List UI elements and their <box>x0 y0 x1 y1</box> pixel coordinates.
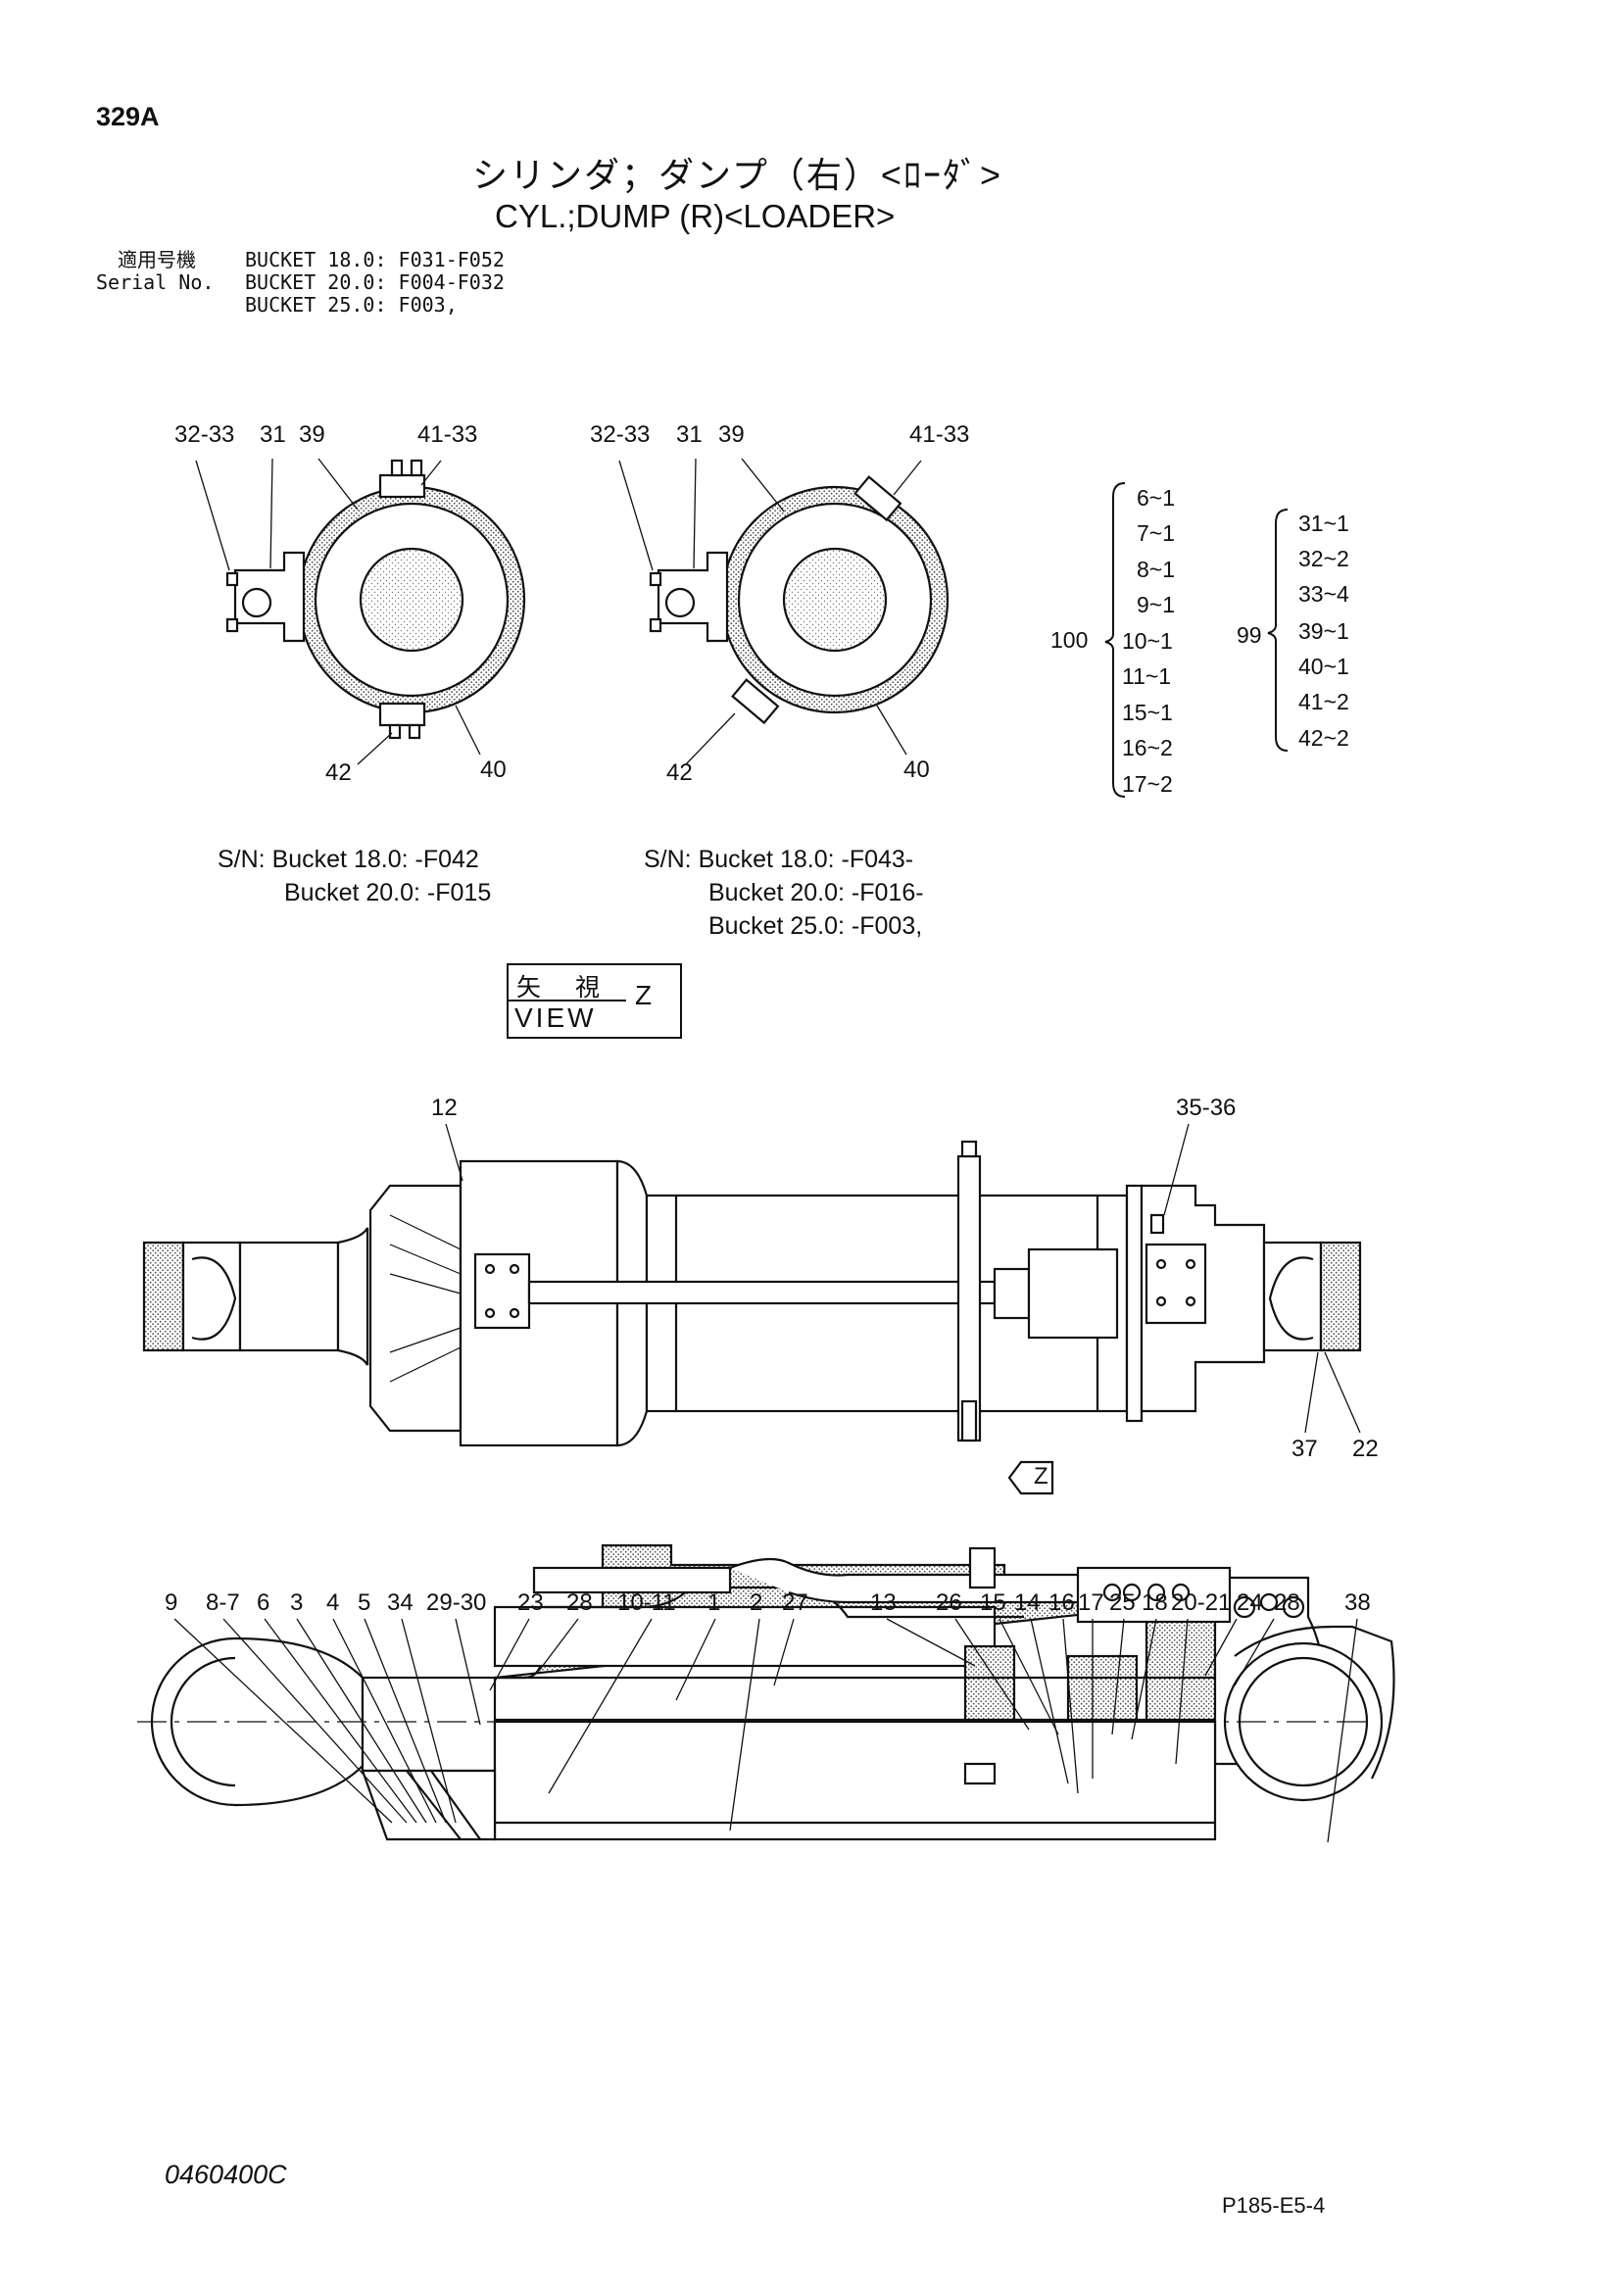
section-callout: 13 <box>870 1589 897 1616</box>
section-callout: 24 <box>1237 1589 1263 1616</box>
end-right-callout-41-33: 41-33 <box>909 421 970 448</box>
section-callout: 2 <box>750 1589 763 1616</box>
view-z-box <box>507 963 682 1039</box>
end-right-callout-42: 42 <box>666 759 693 786</box>
kit-100-item: 7~1 <box>1137 520 1176 546</box>
section-callout: 1 <box>707 1589 721 1616</box>
section-callout: 4 <box>326 1589 340 1616</box>
sn-right-line-1: S/N: Bucket 18.0: -F043- <box>644 846 914 873</box>
applicability-line-1: BUCKET 18.0: F031-F052 <box>245 248 505 271</box>
sn-right-line-2: Bucket 20.0: -F016- <box>708 879 924 906</box>
side-callout-37: 37 <box>1291 1436 1318 1462</box>
section-callout: 25 <box>1109 1589 1136 1616</box>
kit-99-item: 42~2 <box>1298 725 1349 751</box>
section-callout: 8-7 <box>206 1589 240 1616</box>
section-callout: 23 <box>517 1589 544 1616</box>
view-z-label-en: VIEW <box>514 1002 597 1033</box>
kit-100-item: 9~1 <box>1137 592 1176 617</box>
kit-100-item: 15~1 <box>1122 700 1173 725</box>
end-view-left <box>195 458 526 765</box>
section-callout: 14 <box>1014 1589 1041 1616</box>
end-right-callout-40: 40 <box>903 757 930 783</box>
side-callout-22: 22 <box>1352 1436 1379 1462</box>
drawing-number: 0460400C <box>165 2160 287 2189</box>
applicability-line-3: BUCKET 25.0: F003, <box>245 293 458 317</box>
sn-left-line-1: S/N: Bucket 18.0: -F042 <box>218 846 479 873</box>
kit-100-item: 11~1 <box>1122 663 1172 689</box>
section-callout: 20-21 <box>1171 1589 1232 1616</box>
sn-right-line-3: Bucket 25.0: -F003, <box>708 912 923 940</box>
end-left-callout-31: 31 <box>260 421 286 448</box>
section-callout: 27 <box>782 1589 808 1616</box>
section-callout: 3 <box>290 1589 304 1616</box>
page-code: P185-E5-4 <box>1222 2193 1326 2218</box>
page-number: 329A <box>96 102 160 131</box>
kit-99-item: 39~1 <box>1298 618 1349 644</box>
side-callout-35-36: 35-36 <box>1176 1095 1237 1121</box>
section-callout: 28 <box>1274 1589 1300 1616</box>
end-right-callout-31: 31 <box>676 421 703 448</box>
kit-bracket-99 <box>1267 509 1289 752</box>
side-view-cylinder <box>142 1123 1362 1495</box>
kit-99-item: 40~1 <box>1298 654 1349 679</box>
section-callout: 5 <box>358 1589 371 1616</box>
kit-100-item: 16~2 <box>1122 735 1173 760</box>
kit-100-item: 10~1 <box>1122 628 1173 654</box>
kit-99-item: 41~2 <box>1298 689 1349 714</box>
end-right-callout-32-33: 32-33 <box>590 421 651 448</box>
end-view-right <box>618 458 950 765</box>
applicability-label-jp: 適用号機 <box>118 248 196 271</box>
kit-bracket-100 <box>1104 482 1126 798</box>
view-z-letter: Z <box>635 980 653 1010</box>
end-left-callout-41-33: 41-33 <box>417 421 478 448</box>
section-callout: 17 <box>1078 1589 1104 1616</box>
end-right-callout-39: 39 <box>718 421 745 448</box>
kit-99-item: 31~1 <box>1298 511 1349 536</box>
kit-100-item: 6~1 <box>1137 485 1176 511</box>
section-callout: 28 <box>566 1589 593 1616</box>
view-arrow-letter: Z <box>1034 1463 1048 1490</box>
view-z-divider <box>509 1000 626 1001</box>
kit-99-item: 32~2 <box>1298 546 1349 571</box>
end-left-callout-40: 40 <box>480 757 507 783</box>
title-japanese: シリンダ；ダンプ（右）<ﾛｰﾀﾞ> <box>472 155 1002 195</box>
side-callout-12: 12 <box>431 1095 458 1121</box>
section-callout: 9 <box>165 1589 178 1616</box>
kit-99-item: 33~4 <box>1298 581 1349 607</box>
section-callout: 29-30 <box>426 1589 487 1616</box>
kit-100-item: 17~2 <box>1122 771 1173 797</box>
kit-100-item: 8~1 <box>1137 557 1176 582</box>
section-callout: 6 <box>257 1589 270 1616</box>
section-callout: 10-11 <box>617 1589 676 1616</box>
kit-100-label: 100 <box>1050 627 1089 653</box>
end-left-callout-32-33: 32-33 <box>174 421 235 448</box>
section-callout: 38 <box>1344 1589 1371 1616</box>
section-view-cylinder <box>137 1543 1395 1843</box>
applicability-line-2: BUCKET 20.0: F004-F032 <box>245 270 505 294</box>
end-left-callout-39: 39 <box>299 421 325 448</box>
section-callout: 18 <box>1142 1589 1168 1616</box>
title-english: CYL.;DUMP (R)<LOADER> <box>495 198 896 234</box>
end-left-callout-42: 42 <box>325 759 352 786</box>
applicability-label-en: Serial No. <box>96 270 215 294</box>
kit-99-label: 99 <box>1237 622 1262 648</box>
section-callout: 34 <box>387 1589 414 1616</box>
view-z-label-jp: 矢 視 <box>516 974 613 1001</box>
section-callout: 26 <box>936 1589 962 1616</box>
section-callout: 15 <box>980 1589 1006 1616</box>
section-callout: 16 <box>1048 1589 1075 1616</box>
sn-left-line-2: Bucket 20.0: -F015 <box>284 879 492 906</box>
